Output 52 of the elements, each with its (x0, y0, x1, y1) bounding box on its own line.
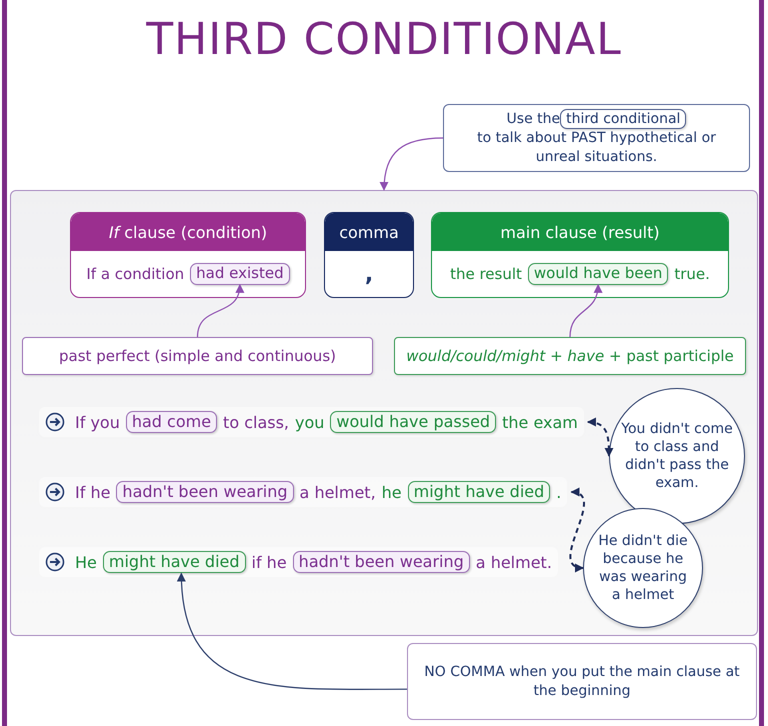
highlighted-phrase: had come (126, 410, 218, 434)
sentence-text: he (382, 482, 402, 502)
highlighted-phrase: might have died (408, 480, 550, 504)
sentence-text: you (295, 412, 324, 432)
note-box (407, 643, 757, 720)
sentence-text: to class, (223, 412, 289, 432)
callout-text: He didn't die because he was wearing a helmet (597, 532, 689, 604)
highlighted-phrase: might have died (102, 550, 246, 574)
content-panel (10, 190, 758, 636)
title: THIRD CONDITIONAL (145, 14, 623, 65)
highlighted-phrase: hadn't been wearing (292, 550, 470, 574)
note-text: Use the (506, 111, 560, 128)
sentence-text: . (556, 482, 562, 502)
clause-text: true. (674, 265, 710, 283)
label-text: past perfect (simple and continuous) (59, 347, 336, 365)
highlighted-phrase: hadn't been wearing (116, 480, 294, 504)
sentence-text: If he (75, 482, 110, 502)
clause-text: , (364, 262, 374, 286)
example-sentence (39, 477, 568, 507)
sentence-text: a helmet, (300, 482, 376, 502)
label-box (394, 337, 746, 375)
clause-card (70, 212, 306, 298)
sentence-text: If you (75, 412, 120, 432)
callout-text: You didn't come to class and didn't pass the exam. (620, 420, 734, 492)
label-box (22, 337, 373, 375)
clause-card (431, 212, 729, 298)
example-sentence (39, 407, 584, 437)
highlighted-phrase: would have passed (330, 410, 496, 434)
sentence-text: if he (252, 552, 287, 572)
highlighted-phrase: third conditional (560, 109, 686, 130)
clause-text: If a condition (86, 265, 184, 283)
clause-text: the result (450, 265, 522, 283)
sentence-text: a helmet. (476, 552, 552, 572)
sentence-text: He (75, 552, 97, 572)
card-header: main clause (result) (432, 213, 728, 251)
sentence-text: the exam (502, 412, 578, 432)
highlighted-phrase: had existed (190, 263, 290, 285)
curved-arrow (380, 137, 444, 191)
example-sentence (39, 547, 558, 577)
double-headed-arrow (586, 418, 614, 457)
clause-card (324, 212, 414, 298)
label-text: would/could/might + have + past participle (406, 347, 734, 365)
curved-arrow (196, 284, 244, 338)
curved-arrow (177, 572, 407, 690)
card-header: If clause (condition) (71, 213, 305, 251)
note-box (443, 104, 750, 172)
highlighted-phrase: would have been (528, 263, 668, 285)
double-headed-arrow (569, 489, 585, 571)
card-header: comma (325, 213, 413, 251)
note-text: to talk about PAST hypothetical or unreal situations. (476, 129, 717, 167)
note-text: NO COMMA when you put the main clause at the beginning (424, 664, 740, 698)
curved-arrow (569, 284, 602, 338)
